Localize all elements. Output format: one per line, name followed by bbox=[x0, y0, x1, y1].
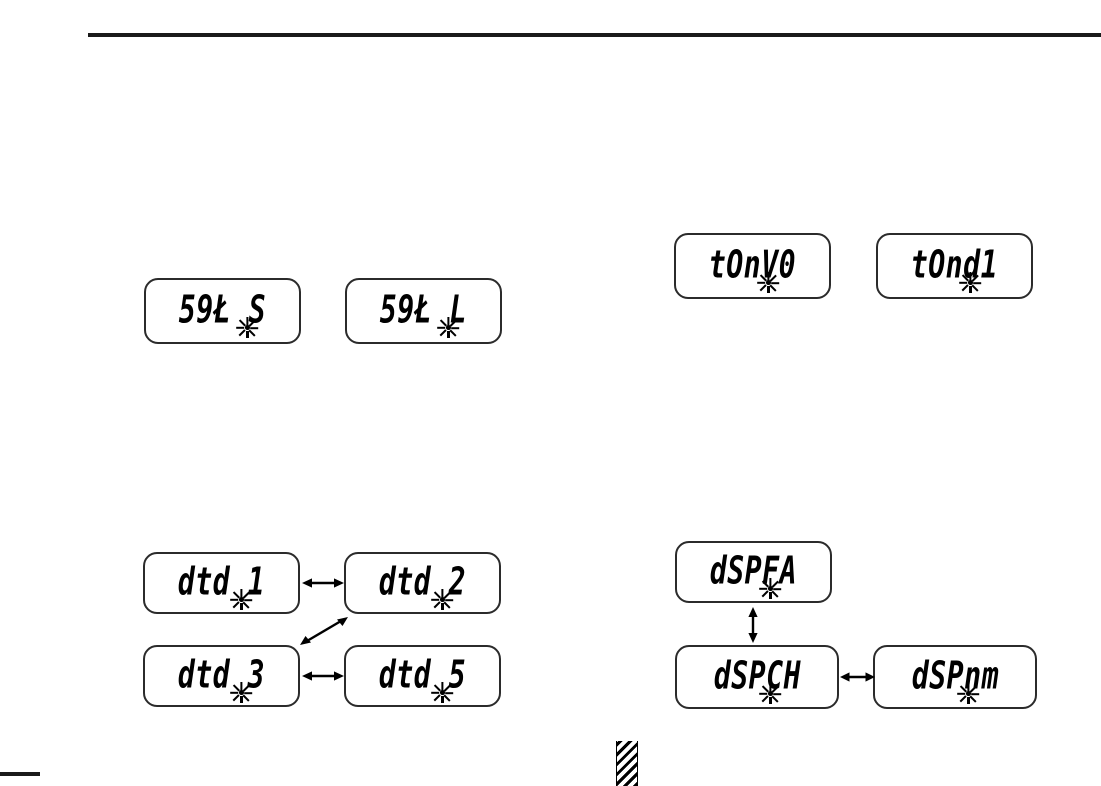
lcd-display-dtd-2: dtd 2 bbox=[344, 552, 501, 614]
header-rule bbox=[88, 33, 1101, 37]
lcd-display-ton-d1: tOnd1 bbox=[876, 233, 1033, 299]
lcd-text: 59Ł S bbox=[178, 287, 267, 333]
lcd-display-dtd-5: dtd 5 bbox=[344, 645, 501, 707]
lcd-text: dtd 1 bbox=[177, 559, 266, 605]
lcd-screen: dtd 2 bbox=[346, 554, 499, 612]
hatched-edge-marker bbox=[616, 741, 638, 786]
lcd-screen: dSPFA bbox=[677, 543, 830, 601]
lcd-display-dtd-1: dtd 1 bbox=[143, 552, 300, 614]
lcd-text: dSPCH bbox=[713, 653, 801, 699]
lcd-text: dSPFA bbox=[709, 548, 798, 594]
lcd-screen: dtd 1 bbox=[145, 554, 298, 612]
lcd-screen: tOnV0 bbox=[676, 235, 829, 297]
transition-arrow-horizontal-dtd-top bbox=[302, 575, 344, 591]
transition-arrow-horizontal-dsp bbox=[840, 669, 875, 685]
lcd-screen: 59Ł S bbox=[146, 280, 299, 342]
lcd-text: tOnd1 bbox=[910, 242, 999, 288]
lcd-text: tOnV0 bbox=[708, 242, 797, 288]
transition-arrow-vertical-dsp bbox=[745, 607, 761, 643]
lcd-text: dtd 5 bbox=[378, 652, 467, 698]
lcd-display-dsp-nm: dSPnm bbox=[873, 645, 1037, 709]
lcd-display-dtd-3: dtd 3 bbox=[143, 645, 300, 707]
lcd-display-sql-l: 59Ł L bbox=[345, 278, 502, 344]
lcd-screen: dSPCH bbox=[677, 647, 837, 707]
lcd-text: dSPnm bbox=[911, 653, 999, 699]
lcd-text: dtd 3 bbox=[177, 652, 266, 698]
lcd-text: dtd 2 bbox=[378, 559, 467, 605]
lcd-display-sql-s: 59Ł S bbox=[144, 278, 301, 344]
lcd-display-ton-v0: tOnV0 bbox=[674, 233, 831, 299]
lcd-display-dsp-fa: dSPFA bbox=[675, 541, 832, 603]
lcd-screen: tOnd1 bbox=[878, 235, 1031, 297]
lcd-display-dsp-ch: dSPCH bbox=[675, 645, 839, 709]
transition-arrow-diagonal-dtd bbox=[300, 614, 348, 648]
lcd-screen: dtd 5 bbox=[346, 647, 499, 705]
lcd-screen: dtd 3 bbox=[145, 647, 298, 705]
page-edge-marker bbox=[0, 772, 40, 776]
lcd-screen: 59Ł L bbox=[347, 280, 500, 342]
lcd-text: 59Ł L bbox=[379, 287, 468, 333]
transition-arrow-horizontal-dtd-bottom bbox=[302, 668, 344, 684]
lcd-screen: dSPnm bbox=[875, 647, 1035, 707]
